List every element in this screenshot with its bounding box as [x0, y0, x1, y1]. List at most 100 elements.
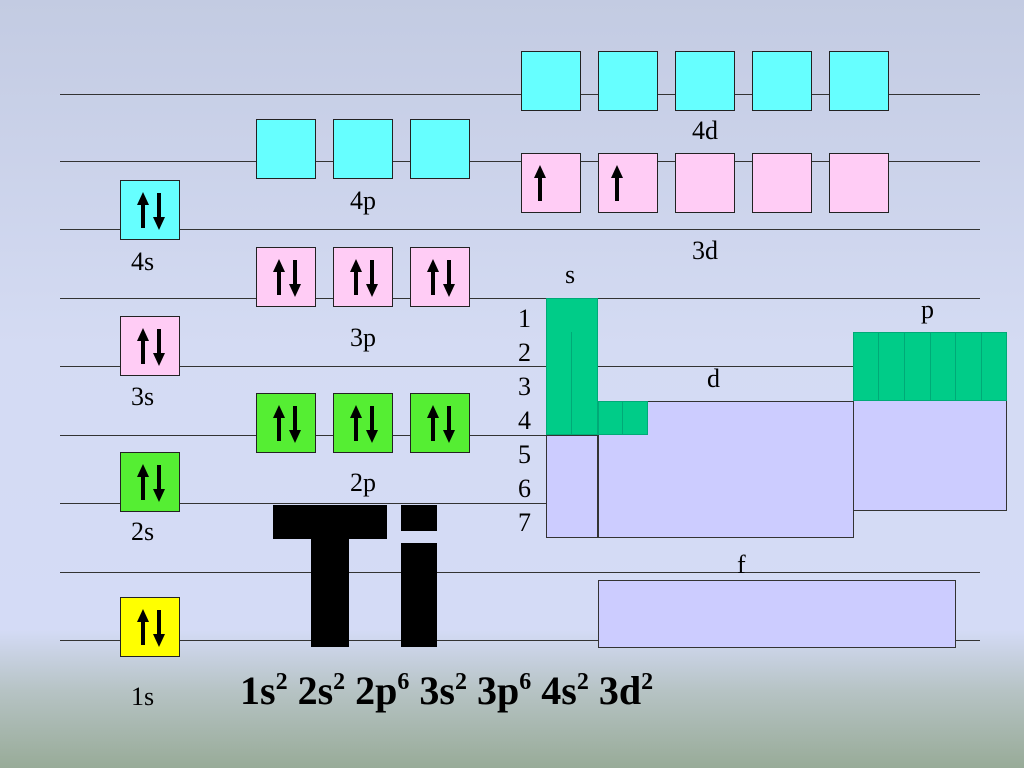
orbital-box — [256, 393, 316, 453]
spin-down-arrow-icon — [153, 465, 165, 502]
orbital-box — [675, 153, 735, 213]
orbital-box — [120, 316, 180, 376]
orbital-label-4d: 4d — [692, 116, 718, 145]
orbital-box — [120, 180, 180, 240]
orbital-box — [410, 119, 470, 179]
energy-line — [60, 435, 980, 436]
d-block-filled — [598, 401, 648, 435]
energy-line — [60, 366, 980, 367]
spin-up-arrow-icon — [427, 259, 439, 295]
orbital-label-4s: 4s — [131, 247, 155, 276]
spin-up-arrow-icon — [137, 192, 149, 228]
element-symbol-i-dot — [401, 505, 437, 531]
orbital-box — [829, 51, 889, 111]
spin-down-arrow-icon — [289, 406, 301, 443]
p-block-cell-divider — [955, 332, 956, 401]
config-term: 1s2 — [240, 668, 288, 713]
orbital-box — [675, 51, 735, 111]
orbital-box — [333, 247, 393, 307]
f-block — [598, 580, 956, 648]
config-term: 2p6 — [355, 668, 410, 713]
element-symbol-t-stem — [311, 539, 349, 647]
config-term: 3d2 — [598, 668, 654, 713]
spin-down-arrow-icon — [366, 260, 378, 297]
period-number: 4 — [518, 406, 531, 435]
period-number: 1 — [518, 304, 531, 333]
energy-line — [60, 298, 980, 299]
orbital-box — [752, 153, 812, 213]
orbital-box — [256, 247, 316, 307]
energy-line — [60, 572, 980, 573]
energy-line — [60, 161, 980, 162]
element-symbol-i-stem — [401, 543, 437, 647]
orbital-box — [521, 51, 581, 111]
p-block-label: p — [921, 295, 934, 324]
orbital-label-2p: 2p — [350, 468, 376, 497]
d-block-cell-divider — [622, 401, 623, 435]
energy-line — [60, 94, 980, 95]
spin-down-arrow-icon — [443, 406, 455, 443]
electron-configuration: 1s2 2s2 2p6 3s2 3p6 4s2 3d2 — [240, 670, 653, 711]
p-block-cell-divider — [878, 332, 879, 401]
d-block-body — [598, 435, 854, 538]
period-number: 7 — [518, 508, 531, 537]
spin-up-arrow-icon — [350, 405, 362, 441]
d-block-label: d — [707, 364, 720, 393]
spin-down-arrow-icon — [289, 260, 301, 297]
period-number: 5 — [518, 440, 531, 469]
spin-down-arrow-icon — [153, 610, 165, 647]
spin-up-arrow-icon — [273, 405, 285, 441]
orbital-box — [829, 153, 889, 213]
s-block-filled — [546, 298, 598, 435]
orbital-box — [333, 119, 393, 179]
spin-up-arrow-icon — [611, 165, 623, 201]
orbital-box — [752, 51, 812, 111]
spin-down-arrow-icon — [153, 329, 165, 366]
config-term: 2s2 — [297, 668, 346, 713]
spin-down-arrow-icon — [443, 260, 455, 297]
p-block-cell-divider — [930, 332, 931, 401]
orbital-label-3p: 3p — [350, 323, 376, 352]
orbital-box — [521, 153, 581, 213]
orbital-label-2s: 2s — [131, 517, 155, 546]
spin-up-arrow-icon — [534, 165, 546, 201]
spin-up-arrow-icon — [137, 328, 149, 364]
orbital-box — [120, 597, 180, 657]
p-block-cell-divider — [981, 332, 982, 401]
orbital-label-3s: 3s — [131, 382, 155, 411]
p-block-empty — [853, 401, 1007, 511]
orbital-box — [333, 393, 393, 453]
config-term: 4s2 — [541, 668, 589, 713]
s-block-cell-divider — [571, 332, 572, 435]
orbital-box — [256, 119, 316, 179]
energy-line — [60, 640, 980, 641]
spin-up-arrow-icon — [137, 609, 149, 645]
orbital-label-3d: 3d — [692, 236, 718, 265]
orbital-label-4p: 4p — [350, 186, 376, 215]
spin-up-arrow-icon — [273, 259, 285, 295]
period-number: 6 — [518, 474, 531, 503]
s-block-empty — [546, 435, 598, 538]
spin-up-arrow-icon — [427, 405, 439, 441]
p-block-cell-divider — [904, 332, 905, 401]
spin-up-arrow-icon — [350, 259, 362, 295]
s-block-label: s — [565, 260, 576, 289]
orbital-box — [598, 51, 658, 111]
spin-down-arrow-icon — [153, 193, 165, 230]
spin-up-arrow-icon — [137, 464, 149, 500]
config-term: 3s2 — [419, 668, 467, 713]
config-term: 3p6 — [476, 668, 532, 713]
d-block-empty — [648, 401, 854, 435]
spin-down-arrow-icon — [366, 406, 378, 443]
orbital-box — [410, 247, 470, 307]
orbital-box — [120, 452, 180, 512]
period-number: 3 — [518, 372, 531, 401]
orbital-label-1s: 1s — [131, 682, 155, 711]
f-block-label: f — [737, 550, 746, 579]
orbital-box — [598, 153, 658, 213]
energy-line — [60, 503, 980, 504]
period-number: 2 — [518, 338, 531, 367]
orbital-box — [410, 393, 470, 453]
energy-line — [60, 229, 980, 230]
element-symbol-t-bar — [273, 505, 387, 539]
